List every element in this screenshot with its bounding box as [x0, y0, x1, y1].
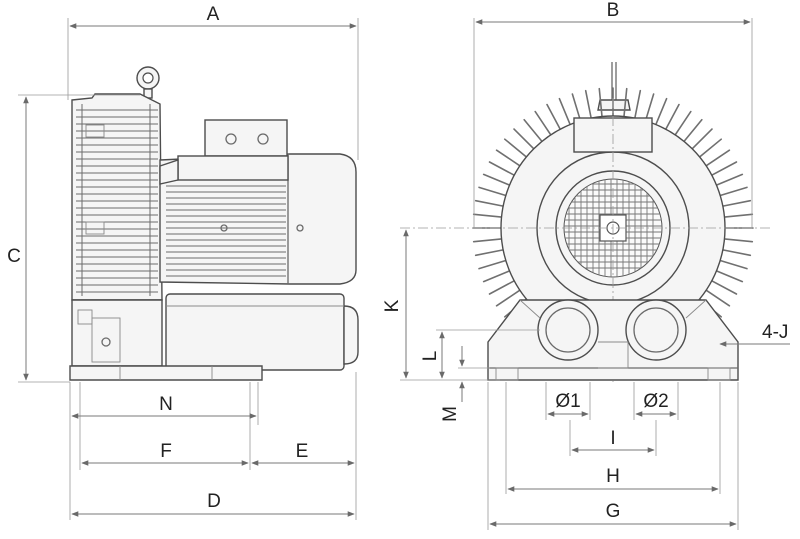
radial-fin: [513, 128, 535, 150]
radial-fin: [488, 161, 516, 177]
housing-fins: [76, 104, 158, 296]
dim-label-c: C: [7, 246, 21, 267]
radial-fin: [472, 213, 503, 218]
dim-label-d1: Ø1: [555, 391, 580, 412]
radial-fin: [478, 186, 507, 197]
radial-fin: [710, 161, 738, 177]
radial-fin: [495, 149, 521, 167]
silencer: [165, 293, 359, 371]
radial-fin: [715, 173, 744, 186]
radial-fin: [534, 110, 552, 136]
radial-fin: [474, 199, 504, 207]
radial-fin: [722, 249, 752, 257]
front-view-dimensions: B K L M 4-J Ø1 Ø2: [382, 0, 790, 530]
radial-fin: [482, 173, 511, 186]
radial-fin: [683, 118, 703, 143]
radial-fin: [482, 270, 511, 283]
dim-label-d: D: [207, 491, 221, 512]
radial-fin: [715, 270, 744, 283]
radial-fin: [523, 118, 543, 143]
dim-label-d2: Ø2: [643, 391, 668, 412]
radial-fin: [691, 128, 713, 150]
radial-fin: [723, 238, 754, 243]
radial-fin: [546, 103, 562, 131]
dim-label-l: L: [420, 351, 441, 362]
side-view: A C N F E D: [7, 4, 359, 520]
radial-fin: [655, 97, 668, 126]
radial-fin: [571, 93, 582, 122]
dim-label-b: B: [607, 0, 620, 21]
motor: [159, 153, 357, 285]
dim-label-k: K: [382, 299, 403, 312]
radial-fin: [503, 138, 528, 158]
radial-fin: [495, 289, 521, 307]
radial-fin: [710, 279, 738, 295]
front-view: B K L M 4-J Ø1 Ø2: [382, 0, 790, 530]
radial-fin: [705, 289, 731, 307]
dim-label-n: N: [159, 394, 173, 415]
radial-fin: [705, 149, 731, 167]
terminal-box: [159, 119, 289, 185]
radial-fin: [674, 110, 692, 136]
dim-label-h: H: [606, 466, 620, 487]
blower-housing: [71, 93, 163, 301]
radial-fin: [722, 199, 752, 207]
dim-label-e: E: [296, 441, 309, 462]
radial-fin: [723, 213, 754, 218]
radial-fin: [644, 93, 655, 122]
radial-fin: [719, 186, 748, 197]
radial-fin: [664, 103, 680, 131]
radial-fin: [623, 87, 628, 118]
dim-label-m: M: [440, 406, 461, 422]
radial-fin: [634, 89, 642, 119]
radial-fin: [698, 138, 723, 158]
port-base: [487, 299, 739, 381]
radial-fin: [474, 249, 504, 257]
radial-fin: [558, 97, 571, 126]
dim-label-a: A: [207, 4, 220, 25]
radial-fin: [719, 259, 748, 270]
radial-fin: [472, 238, 503, 243]
radial-fin: [584, 89, 592, 119]
radial-fin: [598, 87, 603, 118]
radial-fin: [488, 279, 516, 295]
dim-label-i: I: [610, 428, 615, 449]
radial-fin: [478, 259, 507, 270]
dim-label-f: F: [160, 441, 172, 462]
dim-label-g: G: [606, 501, 621, 522]
lifting-eye: [136, 66, 160, 99]
motor-fins: [166, 185, 286, 277]
side-view-dimensions: A C N F E D: [7, 4, 359, 520]
top-eye-bolt: [597, 62, 631, 111]
dim-label-4-j: 4-J: [762, 322, 788, 343]
base-frame: [69, 299, 263, 381]
